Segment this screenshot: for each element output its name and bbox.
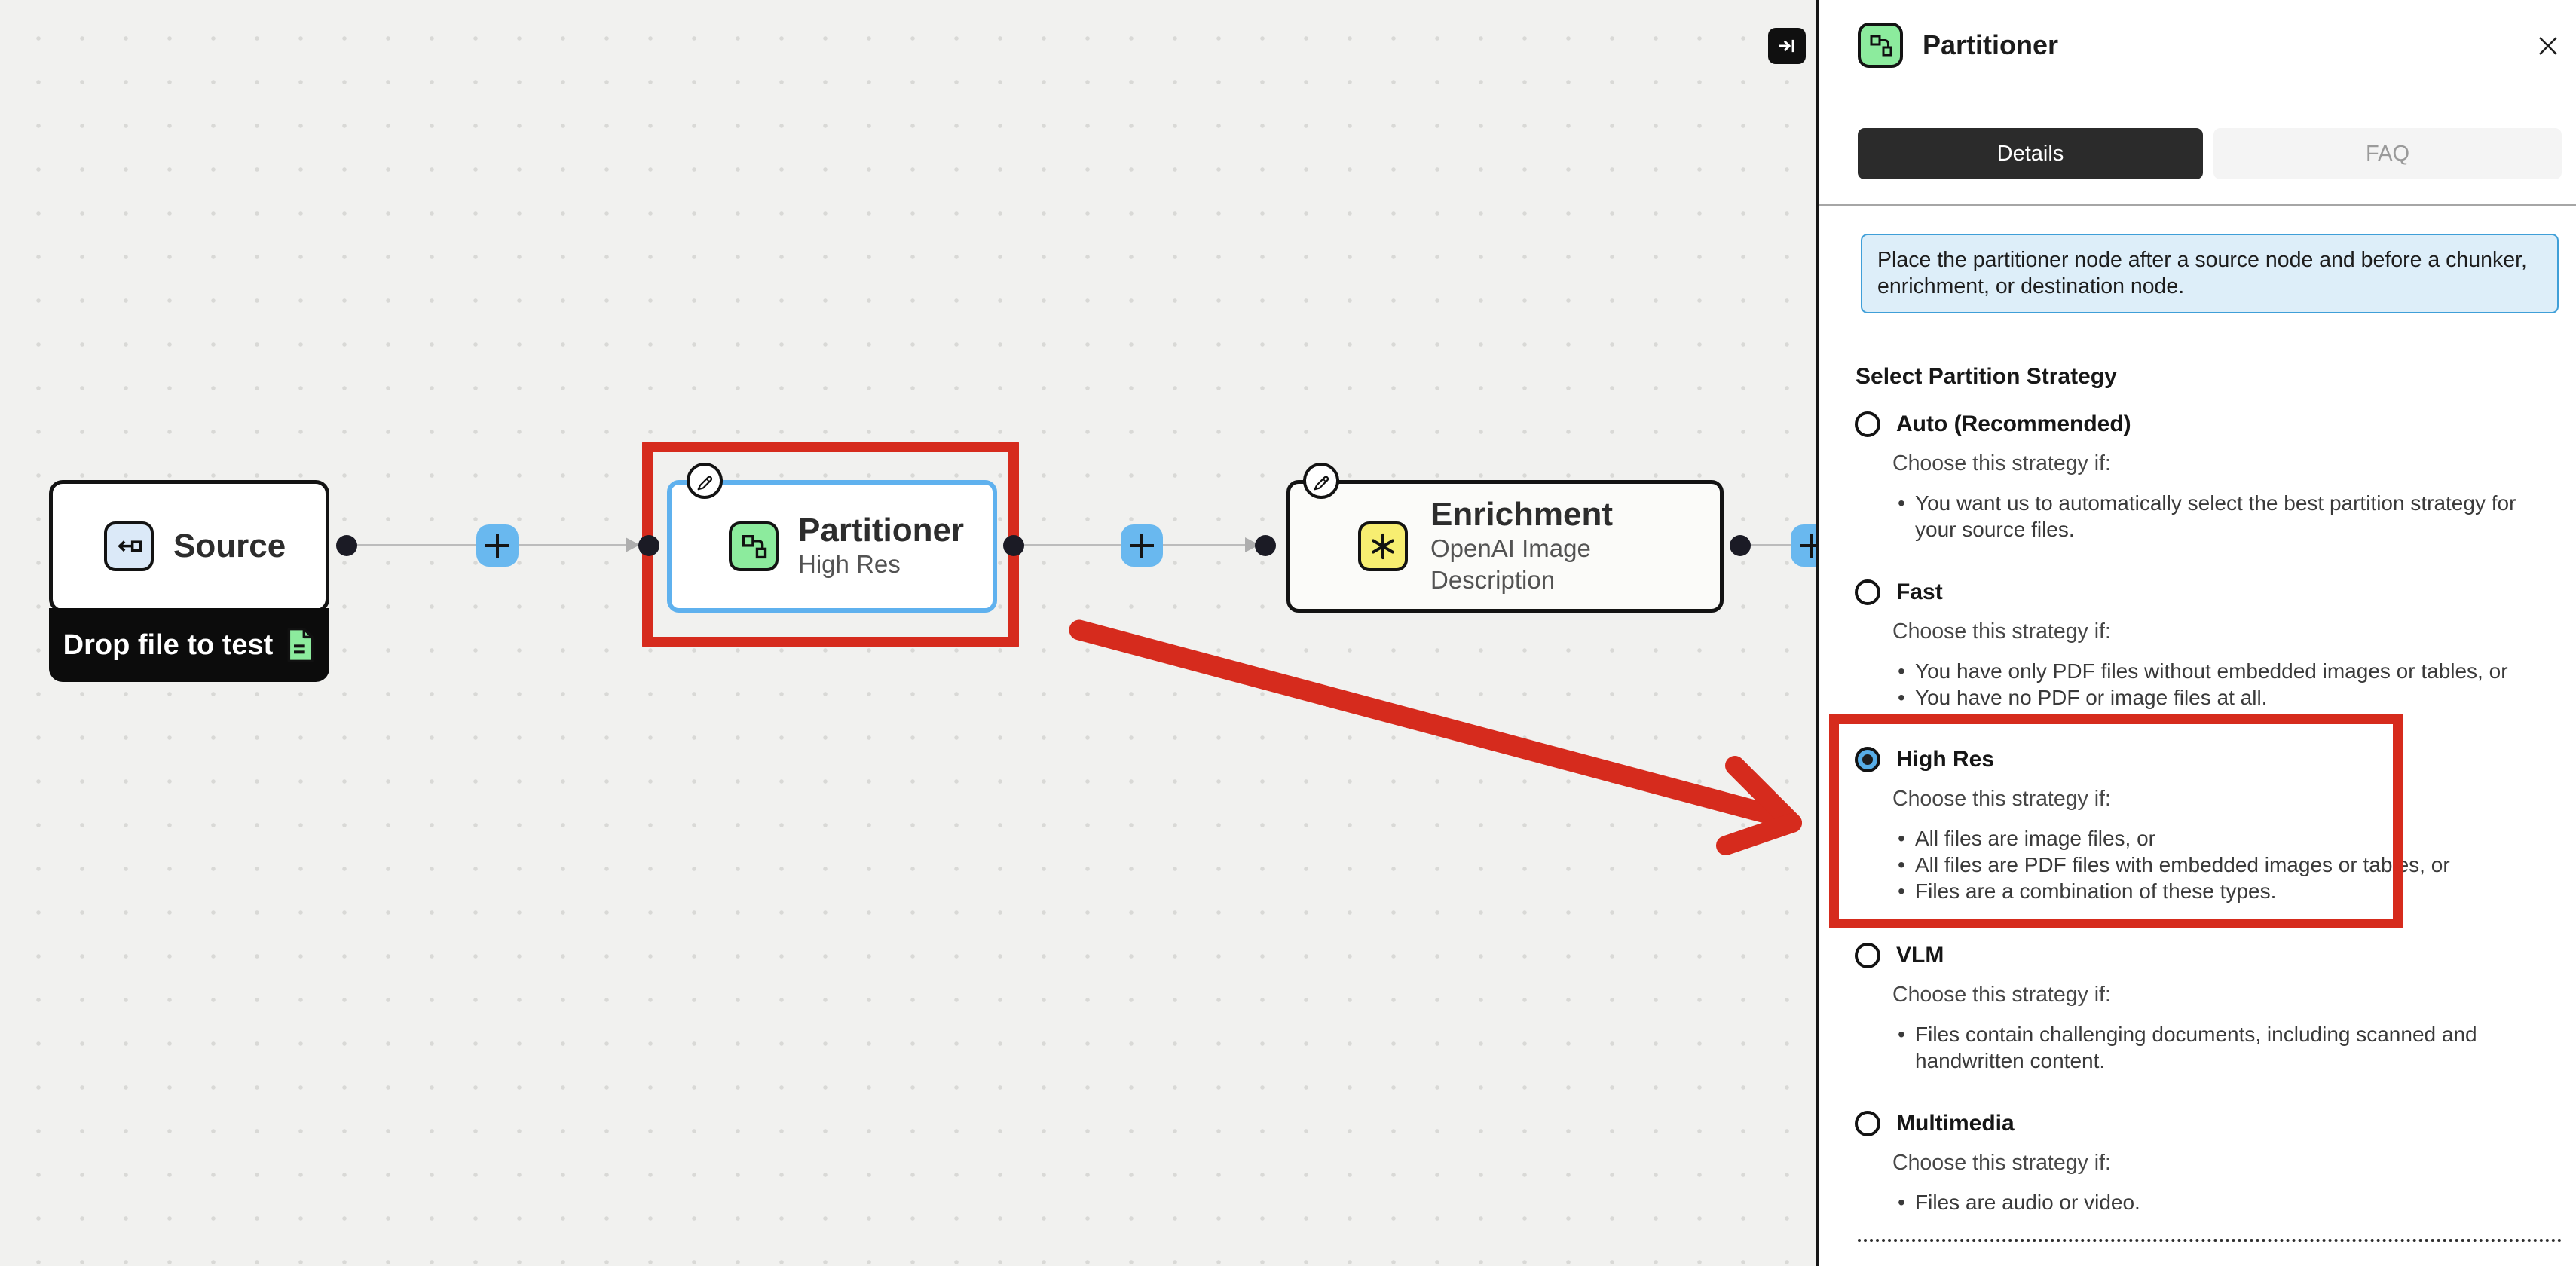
strategy-heading: Select Partition Strategy — [1856, 364, 2117, 389]
node-enrichment[interactable]: Enrichment OpenAI Image Description — [1286, 480, 1724, 613]
radio-unchecked[interactable] — [1855, 1111, 1880, 1136]
connection-handle[interactable] — [1255, 535, 1276, 556]
radio-option-high-res[interactable]: High Res — [1855, 746, 2571, 773]
partitioner-node-icon — [729, 521, 779, 571]
file-icon — [287, 627, 314, 663]
asterisk-icon — [1372, 533, 1394, 560]
edit-node-button[interactable] — [1303, 463, 1339, 499]
choose-prompt: Choose this strategy if: — [1892, 983, 2111, 1007]
partition-icon — [742, 535, 767, 559]
radio-unchecked[interactable] — [1855, 943, 1880, 968]
edge-enrichment-next — [1740, 544, 1813, 546]
partitioner-panel-icon — [1858, 23, 1903, 68]
option-bullets: Files contain challenging documents, inc… — [1892, 1021, 2556, 1074]
option-bullets: You want us to automatically select the … — [1892, 490, 2556, 543]
connection-handle[interactable] — [336, 535, 357, 556]
source-node-icon — [104, 521, 154, 571]
edit-node-button[interactable] — [687, 463, 723, 499]
panel-title: Partitioner — [1923, 29, 2059, 60]
node-source[interactable]: Source Drop file to test — [49, 480, 329, 682]
option-vlm: VLM Choose this strategy if: Files conta… — [1855, 942, 2571, 1074]
tab-faq[interactable]: FAQ — [2213, 128, 2562, 179]
partition-icon — [1870, 35, 1892, 57]
enrichment-node-icon — [1358, 521, 1408, 571]
radio-unchecked[interactable] — [1855, 411, 1880, 437]
close-panel-button[interactable] — [2533, 32, 2563, 62]
option-bullets: Files are audio or video. — [1892, 1189, 2556, 1216]
info-callout: Place the partitioner node after a sourc… — [1861, 234, 2559, 313]
node-subtitle: OpenAI Image Description — [1430, 534, 1591, 594]
radio-checked[interactable] — [1855, 747, 1880, 772]
radio-option-multimedia[interactable]: Multimedia — [1855, 1110, 2571, 1137]
add-node-button[interactable] — [476, 524, 519, 567]
divider — [1819, 204, 2576, 206]
tab-details[interactable]: Details — [1858, 128, 2203, 179]
option-fast: Fast Choose this strategy if: You have o… — [1855, 579, 2571, 711]
option-bullets: You have only PDF files without embedded… — [1892, 658, 2556, 711]
node-partitioner[interactable]: Partitioner High Res — [667, 480, 997, 613]
option-multimedia: Multimedia Choose this strategy if: File… — [1855, 1110, 2571, 1216]
option-auto: Auto (Recommended) Choose this strategy … — [1855, 411, 2571, 543]
edge-arrowhead — [626, 537, 640, 552]
choose-prompt: Choose this strategy if: — [1892, 619, 2111, 644]
choose-prompt: Choose this strategy if: — [1892, 1151, 2111, 1175]
radio-option-vlm[interactable]: VLM — [1855, 942, 2571, 969]
source-arrow-icon — [118, 540, 142, 552]
radio-unchecked[interactable] — [1855, 579, 1880, 605]
workflow-canvas[interactable]: Source Drop file to test Partitioner Hig… — [0, 0, 1833, 1266]
choose-prompt: Choose this strategy if: — [1892, 451, 2111, 476]
drop-file-label: Drop file to test — [63, 628, 274, 661]
connection-handle[interactable] — [1730, 535, 1751, 556]
radio-option-fast[interactable]: Fast — [1855, 579, 2571, 606]
node-title: Enrichment — [1430, 496, 1614, 533]
details-panel: Partitioner Details FAQ Place the partit… — [1816, 0, 2576, 1266]
collapse-panel-button[interactable] — [1768, 28, 1806, 64]
radio-option-auto[interactable]: Auto (Recommended) — [1855, 411, 2571, 438]
node-subtitle: High Res — [798, 550, 901, 578]
node-title: Source — [173, 528, 286, 564]
close-icon — [2539, 36, 2557, 55]
node-title: Partitioner — [798, 512, 965, 549]
drop-file-badge[interactable]: Drop file to test — [49, 608, 329, 682]
option-high-res: High Res Choose this strategy if: All fi… — [1855, 746, 2571, 904]
collapse-right-icon — [1779, 39, 1794, 53]
connection-handle[interactable] — [638, 535, 659, 556]
pencil-icon — [697, 476, 713, 491]
dotted-divider — [1858, 1239, 2562, 1242]
connection-handle[interactable] — [1003, 535, 1024, 556]
panel-header: Partitioner — [1858, 23, 2058, 68]
add-node-button[interactable] — [1121, 524, 1163, 567]
pencil-icon — [1314, 476, 1329, 491]
choose-prompt: Choose this strategy if: — [1892, 787, 2111, 811]
option-bullets: All files are image files, or All files … — [1892, 825, 2556, 904]
